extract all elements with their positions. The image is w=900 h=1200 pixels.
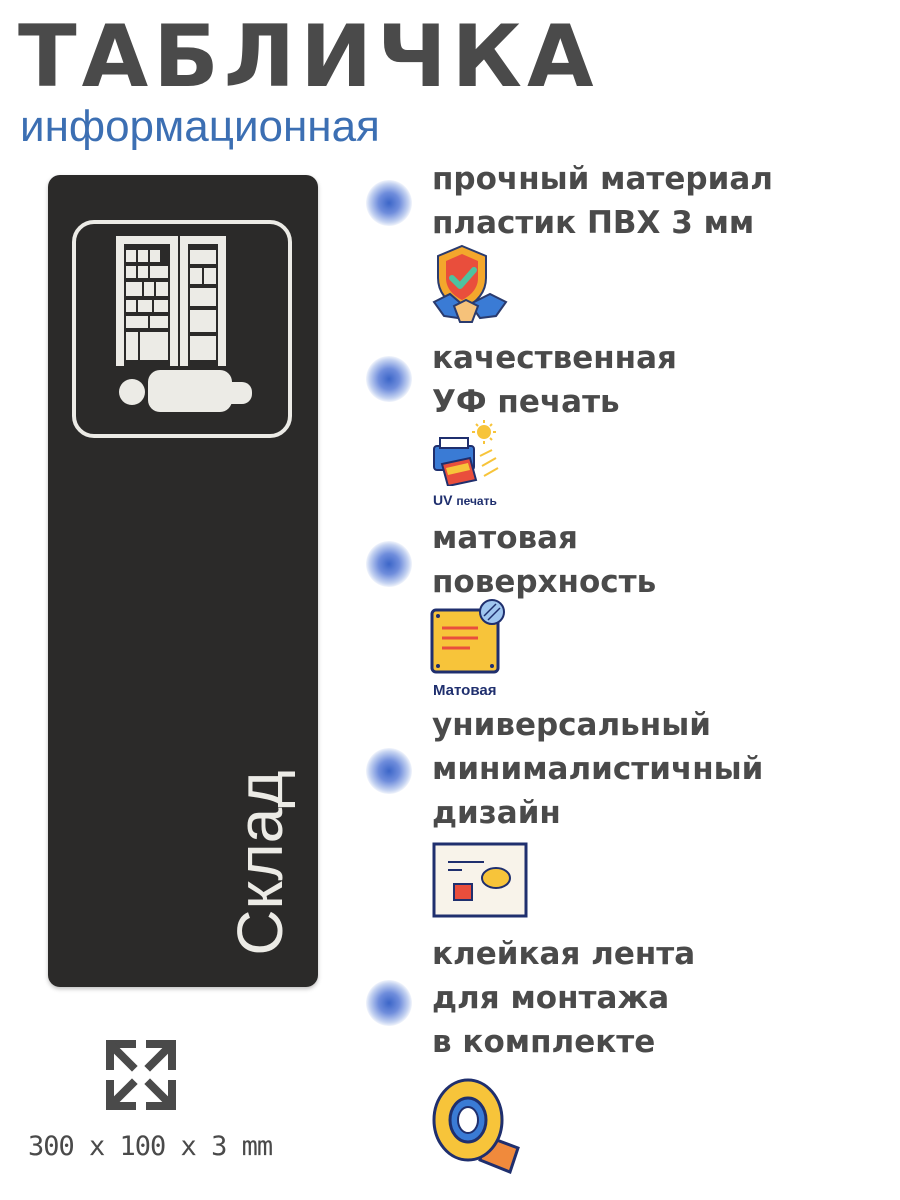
feature-line: для монтажа <box>432 980 670 1016</box>
dimensions-text: 300 x 100 x 3 mm <box>28 1131 273 1162</box>
page-title: ТАБЛИЧКА <box>18 7 599 107</box>
matte-board-icon <box>430 599 505 674</box>
bullet-icon <box>366 356 412 402</box>
shield-handshake-icon <box>432 244 508 323</box>
feature-line: универсальный <box>432 707 711 743</box>
bullet-icon <box>366 541 412 587</box>
design-window-icon <box>432 842 528 918</box>
feature-matte: матовая поверхность <box>432 516 656 604</box>
feature-line: поверхность <box>432 564 657 600</box>
feature-line: матовая <box>432 520 578 556</box>
uv-print-label: UV печать <box>433 492 497 508</box>
bullet-icon <box>366 980 412 1026</box>
feature-material: прочный материал пластик ПВХ 3 мм <box>432 157 773 245</box>
feature-tape: клейкая лента для монтажа в комплекте <box>432 932 695 1064</box>
feature-line: минималистичный <box>432 751 764 787</box>
feature-line: дизайн <box>432 795 561 831</box>
expand-arrows-icon <box>106 1040 176 1110</box>
feature-line: прочный материал <box>432 161 773 197</box>
feature-line: пластик ПВХ 3 мм <box>432 205 755 241</box>
warehouse-shelves-worker-icon <box>72 220 292 438</box>
feature-line: клейкая лента <box>432 936 696 972</box>
page-subtitle: информационная <box>20 102 380 151</box>
matte-label: Матовая <box>433 682 497 699</box>
feature-line: в комплекте <box>432 1024 656 1060</box>
bullet-icon <box>366 180 412 226</box>
feature-uv-print: качественная УФ печать <box>432 336 677 424</box>
bullet-icon <box>366 748 412 794</box>
feature-line: качественная <box>432 340 677 376</box>
feature-line: УФ печать <box>432 384 620 420</box>
feature-design: универсальный минималистичный дизайн <box>432 703 763 835</box>
sign-text: Склад <box>224 770 296 956</box>
uv-printer-icon <box>433 420 499 486</box>
adhesive-tape-icon <box>432 1078 520 1174</box>
